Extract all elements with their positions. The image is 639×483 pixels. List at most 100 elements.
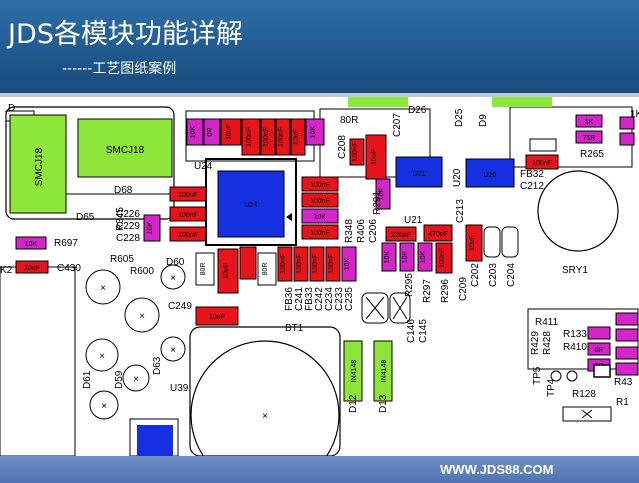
resistor-80r: [257, 252, 277, 286]
chip-u24-label: U24: [245, 202, 258, 209]
capacitor-10uf: [217, 248, 239, 294]
resistor-10k: [341, 246, 357, 282]
resistor-10k-label: 10K: [314, 214, 327, 221]
pin1-marker: [286, 213, 292, 221]
ref-label: D61: [82, 370, 93, 389]
capacitor-100nf-label: 100nF: [178, 192, 198, 199]
capacitor-100nf: [325, 246, 341, 282]
ref-label: D68: [114, 185, 133, 196]
r128-mark: [581, 409, 593, 419]
ref-label: C207: [392, 113, 403, 137]
ref-label: D26: [408, 105, 427, 116]
resistor: [619, 132, 635, 146]
capacitor-100nf: [169, 186, 207, 202]
capacitor-470pf: [423, 224, 453, 242]
capacitor-10uf-label: 10uF: [24, 265, 40, 272]
resistor: [615, 362, 639, 376]
ref-label: R291: [372, 191, 383, 215]
connector-mark: [392, 296, 408, 320]
ref-label: C203: [488, 263, 499, 287]
ref-label: C145: [418, 319, 429, 343]
test-point: [160, 264, 186, 290]
test-point-mark: ×: [133, 374, 139, 385]
ref-label: R348: [344, 219, 355, 243]
resistor-10k-label: 10K: [420, 250, 427, 263]
chip-u24: [217, 170, 285, 238]
test-point-tp4: [566, 370, 578, 382]
resistor-10k-label: 10K: [310, 125, 317, 138]
ref-label: R1: [616, 397, 629, 408]
footer-website[interactable]: WWW.JDS88.COM: [440, 462, 554, 477]
diode-in4148-a-label: IN4148: [351, 360, 358, 383]
chip-u20-label: U20: [484, 172, 497, 179]
ref-label: C242: [314, 287, 325, 311]
diode-smcj18-a-label: SMCJ18: [34, 147, 45, 186]
ref-label: D60: [166, 257, 185, 268]
ref-label: D9: [478, 114, 489, 127]
capacitor-10uf: [220, 118, 242, 146]
ref-label: K2: [0, 265, 13, 276]
resistor-10k: [381, 242, 397, 272]
ref-label: R295: [404, 273, 415, 297]
resistor-10k: [186, 118, 204, 146]
diode-smcj18-b: [77, 118, 173, 178]
ref-label: R296: [440, 279, 451, 303]
ref-label: C233: [334, 287, 345, 311]
resistor-80r-label: 80R: [262, 263, 269, 276]
ref-label: U21: [404, 215, 423, 226]
resistor-80r: [195, 252, 215, 286]
ref-label: C229: [116, 221, 140, 232]
resistor-10k: [399, 242, 415, 272]
ref-label: R43: [614, 377, 633, 388]
capacitor-100nf-label: 100nF: [310, 198, 330, 205]
resistor: [375, 178, 391, 210]
ref-label: R411: [535, 317, 559, 328]
chip-u20: [465, 158, 515, 188]
capacitor-100nf-label: 100nF: [280, 254, 287, 274]
ref-label: C226: [116, 209, 140, 220]
capacitor-10uf: [290, 118, 306, 156]
resistor-10k: [305, 118, 325, 146]
ref-label: 1K: [630, 109, 639, 120]
test-point-tp5: [550, 370, 562, 382]
capacitor-100nf-label: 100nF: [439, 248, 446, 268]
capacitor-100nf: [301, 192, 339, 208]
capacitor-10uf-label: 10uF: [371, 149, 378, 165]
ref-label: C208: [337, 135, 348, 159]
ref-label: R410: [563, 342, 587, 353]
capacitor-10uf: [15, 260, 49, 274]
capacitor-100nf-label: 100nF: [278, 127, 285, 147]
capacitor-100nf-label: 100nF: [263, 127, 270, 147]
pad-green: [348, 97, 408, 107]
capacitor-100nf-label: 100nF: [296, 254, 303, 274]
battery-holder-outline: [189, 326, 341, 456]
header-divider: [0, 93, 639, 97]
battery-center-mark: ×: [262, 411, 268, 422]
capacitor-100nf: [275, 118, 291, 156]
capacitor-100nf-label: 100nF: [310, 230, 330, 237]
ref-label: R133: [563, 329, 587, 340]
ref-label: R265: [580, 149, 604, 160]
capacitor-100nf: [349, 138, 365, 166]
ref-label: R345: [115, 207, 126, 231]
diode-smcj18-b-label: SMCJ18: [106, 145, 145, 156]
ref-label: R428: [542, 331, 553, 355]
module-outline-left: [5, 106, 175, 220]
capacitor-100nf-label: 100nF: [246, 127, 253, 147]
pcb-assembly-diagram: SMCJ18 SMCJ18 IN4148 IN4148 U24 U21 U20 …: [0, 97, 639, 456]
resistor-0r-label: 0R: [595, 347, 604, 354]
capacitor-100nf-label: 100nF: [312, 254, 319, 274]
slide-title: JDS各模块功能详解: [8, 19, 243, 50]
capacitor-220pf-label: 220pF: [391, 232, 411, 239]
ref-label: BT1: [285, 323, 304, 334]
capacitor-100nf: [169, 226, 207, 242]
ref-label: R429: [530, 331, 541, 355]
capacitor-100nf-label: 100nF: [532, 160, 552, 167]
resistor-80r: [529, 138, 557, 152]
resistor-10k-label: 10K: [25, 241, 38, 248]
diode-in4148-b-label: IN4148: [381, 360, 388, 383]
resistor: [615, 346, 639, 360]
connector-pad-pair: [389, 292, 411, 324]
test-point: [85, 338, 119, 372]
